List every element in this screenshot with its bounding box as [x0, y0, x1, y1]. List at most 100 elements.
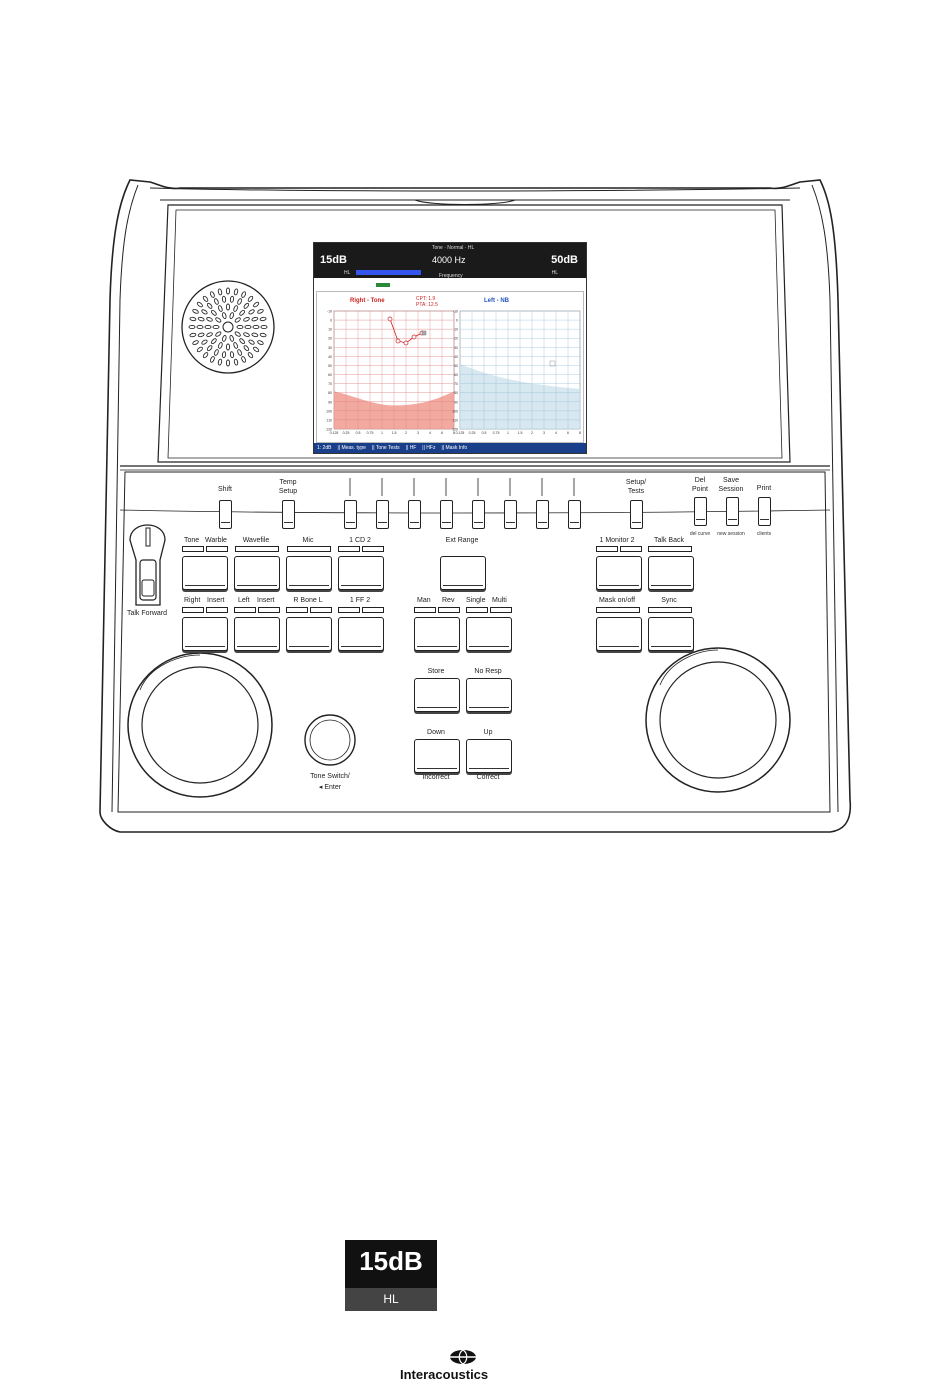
speaker-hole: [251, 332, 259, 338]
function-key-6[interactable]: [504, 500, 517, 529]
tone-warble-button[interactable]: [182, 556, 228, 590]
left-audiogram-x-tick: 6: [567, 431, 569, 435]
no-resp-button[interactable]: [466, 678, 512, 712]
talk-forward-mic[interactable]: [129, 524, 166, 606]
temp-setup-button[interactable]: [282, 500, 295, 529]
left-audiogram-x-tick: 0.75: [493, 431, 500, 435]
right-label: Right: [184, 597, 201, 604]
speaker-hole: [247, 352, 254, 359]
speaker-hole: [202, 295, 209, 302]
save-session-button[interactable]: [726, 497, 739, 526]
function-key-3[interactable]: [408, 500, 421, 529]
speaker-hole: [259, 332, 267, 338]
screen-footer-item: || Meas. type: [337, 445, 366, 451]
bone-button[interactable]: [286, 617, 332, 651]
left-audiogram-y-tick: 50: [454, 364, 458, 368]
speaker-hole: [211, 338, 217, 344]
insert2-label: Insert: [257, 597, 275, 604]
right-audiogram-x-tick: 1.5: [392, 431, 397, 435]
left-audiogram-x-tick: 0.5: [482, 431, 487, 435]
clients-label: clients: [756, 531, 772, 537]
setup-tests-button[interactable]: [630, 500, 643, 529]
screen-header-title: Tone · Normal · HL: [432, 245, 475, 251]
function-key-2[interactable]: [376, 500, 389, 529]
speaker-hole: [236, 324, 244, 330]
mask-onoff-label: Mask on/off: [598, 597, 636, 604]
ff-button[interactable]: [338, 617, 384, 651]
del-point-button[interactable]: [694, 497, 707, 526]
level-bar: [356, 270, 421, 275]
function-key-1[interactable]: [344, 500, 357, 529]
talk-back-label: Talk Back: [654, 537, 684, 544]
talk-back-button[interactable]: [648, 556, 694, 590]
brand-name: Interacoustics: [400, 1367, 489, 1382]
speaker-hole: [229, 295, 235, 303]
single-multi-button[interactable]: [466, 617, 512, 651]
function-key-7[interactable]: [536, 500, 549, 529]
brand-logo-icon: [450, 1349, 476, 1365]
speaker-hole: [243, 332, 250, 337]
temp-setup-label-1: Temp: [279, 479, 297, 486]
mask-led: [596, 607, 640, 613]
setup-tests-label-1: Setup/: [625, 479, 647, 486]
wavefile-button[interactable]: [234, 556, 280, 590]
left-audiogram-y-tick: 80: [454, 391, 458, 395]
single-label: Single: [466, 597, 486, 604]
speaker-hole: [192, 340, 199, 346]
tone-switch-label-2: ◂ Enter: [318, 784, 342, 791]
mic-led: [287, 546, 331, 552]
function-key-5[interactable]: [472, 500, 485, 529]
speaker-hole: [233, 288, 239, 296]
tone-switch-button[interactable]: [304, 714, 356, 766]
right-audiogram-y-tick: 10: [328, 328, 332, 332]
right-audiogram-y-tick: 110: [326, 418, 332, 422]
right-unit: HL: [551, 270, 558, 276]
shift-button[interactable]: [219, 500, 232, 529]
insert1-led: [206, 607, 228, 613]
left-attenuator-dial[interactable]: [127, 652, 273, 798]
store-button[interactable]: [414, 678, 460, 712]
left-insert-button[interactable]: [234, 617, 280, 651]
right-ear-cursor: [421, 330, 427, 336]
speaker-hole: [257, 308, 264, 314]
speaker-hole: [229, 312, 234, 319]
tone-label: Tone: [184, 537, 200, 544]
function-key-8[interactable]: [568, 500, 581, 529]
cd-button[interactable]: [338, 556, 384, 590]
right-insert-button[interactable]: [182, 617, 228, 651]
left-audiogram-y-tick: 70: [454, 382, 458, 386]
rev-led: [438, 607, 460, 613]
bone-label: R Bone L: [293, 597, 323, 604]
multi-led: [490, 607, 512, 613]
monitor-button[interactable]: [596, 556, 642, 590]
mask-onoff-button[interactable]: [596, 617, 642, 651]
down-label: Down: [427, 729, 445, 736]
readout-unit: HL: [345, 1288, 437, 1311]
right-audiogram-y-tick: 100: [326, 409, 332, 413]
down-button[interactable]: [414, 739, 460, 773]
sync-button[interactable]: [648, 617, 694, 651]
speaker-hole: [189, 316, 197, 322]
left-audiogram-y-tick: 0: [456, 319, 458, 323]
up-button[interactable]: [466, 739, 512, 773]
screen-header: Tone · Normal · HL 15dB 4000 Hz 50dB HL …: [314, 243, 586, 279]
function-key-4[interactable]: [440, 500, 453, 529]
ext-range-button[interactable]: [440, 556, 486, 590]
right-audiogram-x-tick: 6: [441, 431, 443, 435]
print-button[interactable]: [758, 497, 771, 526]
mic-button[interactable]: [286, 556, 332, 590]
bone-r-led: [286, 607, 308, 613]
new-session-label: new session: [717, 531, 745, 537]
right-audiogram-y-tick: 30: [328, 346, 332, 350]
man-rev-button[interactable]: [414, 617, 460, 651]
cd-label: 1 CD 2: [349, 537, 371, 544]
speaker-hole: [221, 351, 227, 359]
left-audiogram-y-tick: -10: [453, 310, 458, 314]
right-attenuator-dial[interactable]: [645, 647, 791, 793]
left-audiogram-x-tick: 4: [555, 431, 557, 435]
right-audiogram-y-tick: 0: [330, 319, 332, 323]
left-audiogram-x-tick: 8: [579, 431, 581, 435]
speaker-hole: [222, 312, 227, 319]
setup-tests-label-2: Tests: [627, 488, 645, 495]
correct-label: Correct: [476, 774, 500, 781]
